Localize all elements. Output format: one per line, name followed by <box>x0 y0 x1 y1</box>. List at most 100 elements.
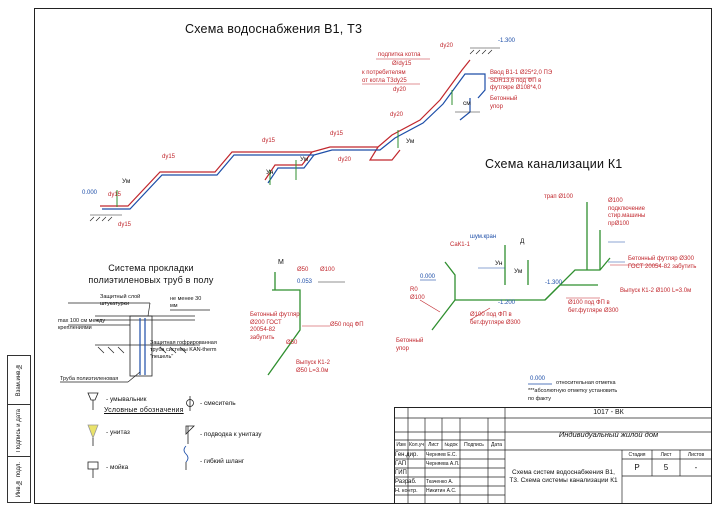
label-ne-menee: не менее 30 мм <box>170 296 202 309</box>
label-dy20-a: dy20 <box>440 43 454 49</box>
stamp-r3-role: ГИП <box>395 469 407 476</box>
stamp-grid <box>394 407 712 504</box>
label-d15-top: Ø/dy15 <box>392 61 412 67</box>
label-footer1: Бетонный футляр Ø300 ГОСТ 20054-82 забут… <box>628 256 697 270</box>
legend-unitaz: - унитаз <box>106 429 130 436</box>
label-pod-fp: Ø100 под ФП в бет.футляре Ø300 <box>568 300 619 314</box>
legend-smesitel: - смеситель <box>200 400 236 407</box>
label-un: Ун <box>266 169 274 176</box>
side-cell-signature: Подпись и дата <box>8 404 30 456</box>
label-mid-d50-diag: Ø50 <box>286 340 298 346</box>
label-dy20-b: dy20 <box>393 87 407 93</box>
stamp-r2-role: ГАП <box>395 460 407 467</box>
stamp-h-izm: Изм <box>396 442 406 448</box>
note-elev: 0.000 <box>530 376 546 382</box>
stamp-h-kol: Кол.уч <box>409 442 424 448</box>
label-dy20-c: dy20 <box>390 112 404 118</box>
stamp-sheet-title: Схема систем водоснабжения В1, Т3. Схема… <box>509 469 618 484</box>
note-line1: относительная отметка <box>556 380 616 386</box>
drawing-frame <box>34 8 712 504</box>
stamp-h-list: Лист <box>428 442 439 448</box>
label-beton-upor: Бетонный упор <box>490 96 518 110</box>
label-ot-kotla: от котла Т3dy25 <box>362 78 407 84</box>
label-d: Д <box>520 238 525 245</box>
stamp-r1-name: Черняев Е.С. <box>426 451 457 458</box>
label-zashch: Защитный слой штукатурки <box>100 294 141 307</box>
label-dy15-a: dy15 <box>162 154 176 160</box>
stamp-r4-role: Разраб. <box>395 478 417 485</box>
label-elev-1300: -1.300 <box>498 38 516 44</box>
label-mid-pod-fp: Ø50 под ФП <box>330 322 364 328</box>
label-dy20-d: dy20 <box>338 157 352 163</box>
legend-umyv: - умывальник <box>106 396 147 403</box>
water-scheme-title: Схема водоснабжения В1, Т3 <box>185 22 363 36</box>
sewer-scheme-title: Схема канализации К1 <box>485 157 623 171</box>
legend-symbols <box>87 392 195 478</box>
label-dy15-c: dy15 <box>330 131 344 137</box>
label-r0: R0 Ø100 <box>410 287 425 301</box>
label-dy15-b: dy15 <box>262 138 276 144</box>
label-um-a: Ум <box>122 178 131 185</box>
stamp-sheet: 5 <box>663 463 669 472</box>
toilet-drain-line <box>267 272 301 376</box>
water-supply-cold-line <box>102 73 486 210</box>
label-sewer-1200: -1.200 <box>498 300 516 306</box>
label-dy15-d: dy15 <box>108 192 122 198</box>
stamp-h-ndok: №док <box>444 442 458 448</box>
stamp-h-data: Дата <box>490 442 503 448</box>
label-sewer-0000: 0.000 <box>420 274 436 280</box>
floor-system-title: Система прокладки полиэтиленовых труб в … <box>88 263 214 285</box>
water-supply-hot-line <box>100 59 471 207</box>
stamp-r4-name: Ткаченко А. <box>426 478 454 485</box>
label-mid-vypusk: Выпуск К1-2 Ø50 L=3.0м <box>296 360 330 374</box>
label-max: max 100 см между креплениями <box>58 318 106 331</box>
label-shum: шум.кран <box>470 234 497 240</box>
label-sewer-um: Ум <box>514 268 523 275</box>
sewer-line <box>431 202 611 331</box>
label-m: М <box>278 259 284 266</box>
label-mid-footer: Бетонный футляр Ø200 ГОСТ 20054-82 забут… <box>250 312 300 341</box>
stamp-sheets: - <box>694 463 698 472</box>
floor-section <box>60 302 210 383</box>
note-line3: по факту <box>528 396 551 402</box>
label-sk: СаК1-1 <box>450 242 470 248</box>
stamp-h-stadia: Стадия <box>628 451 646 458</box>
stamp-h-sheets: Листов <box>687 451 705 458</box>
label-sm: см <box>463 100 471 107</box>
label-um-c: Ум <box>406 138 415 145</box>
stamp-r2-name: Черняева А.Л. <box>426 460 460 467</box>
legend-moika: - мойка <box>106 464 129 471</box>
label-gofr: Защитная гофрированная труба системы KAN… <box>150 340 217 360</box>
note-line2: ***абсолютную отметку установить <box>528 388 618 394</box>
stamp-code: 1017 - ВК <box>593 409 624 416</box>
label-k-potrebit: к потребителям <box>362 70 406 76</box>
label-podkl: Ø100 подключение стир.машины прØ100 <box>608 198 646 227</box>
label-mid-d50: Ø50 <box>297 267 309 273</box>
side-cell-original: Инв.№ подл. <box>8 456 30 502</box>
label-truba: Труба полиэтиленовая <box>60 376 119 382</box>
label-mid-elev: 0.053 <box>297 279 313 285</box>
label-dy15-e: dy15 <box>118 222 132 228</box>
stamp-r1-role: Ген.дир. <box>395 451 419 458</box>
label-elev-0000: 0.000 <box>82 190 98 196</box>
stamp-stadia: Р <box>634 463 640 472</box>
label-vypusk1: Выпуск К1-2 Ø100 L=3.0м <box>620 288 692 294</box>
legend-title: Условные обозначения <box>104 407 184 414</box>
label-trap: трап Ø100 <box>544 194 574 200</box>
water-fixtures <box>116 90 453 207</box>
label-mid-d100: Ø100 <box>320 267 335 273</box>
label-pod-fp2: Ø100 под ФП в бет.футляре Ø300 <box>470 312 521 326</box>
legend-podvodka: - подводка к унитазу <box>200 431 262 438</box>
legend-shlang: - гибкий шланг <box>200 458 245 465</box>
side-panel: Взам.инв.№ Подпись и дата Инв.№ подл. <box>7 355 31 503</box>
stamp-r5-name: Никитин А.С. <box>426 487 457 494</box>
title-block <box>394 407 712 504</box>
label-um-b: Ум <box>300 156 309 163</box>
label-sewer-beton: Бетонный упор <box>396 338 424 352</box>
stamp-object: Индивидуальный жилой дом <box>558 429 659 439</box>
stamp-r5-role: Н. контр. <box>395 487 418 494</box>
label-sewer-un: Ун <box>495 260 503 267</box>
label-vvod: Ввод В1-1 Ø25*2,0 ПЭ SDR13,6 под ФП в фу… <box>490 70 553 91</box>
